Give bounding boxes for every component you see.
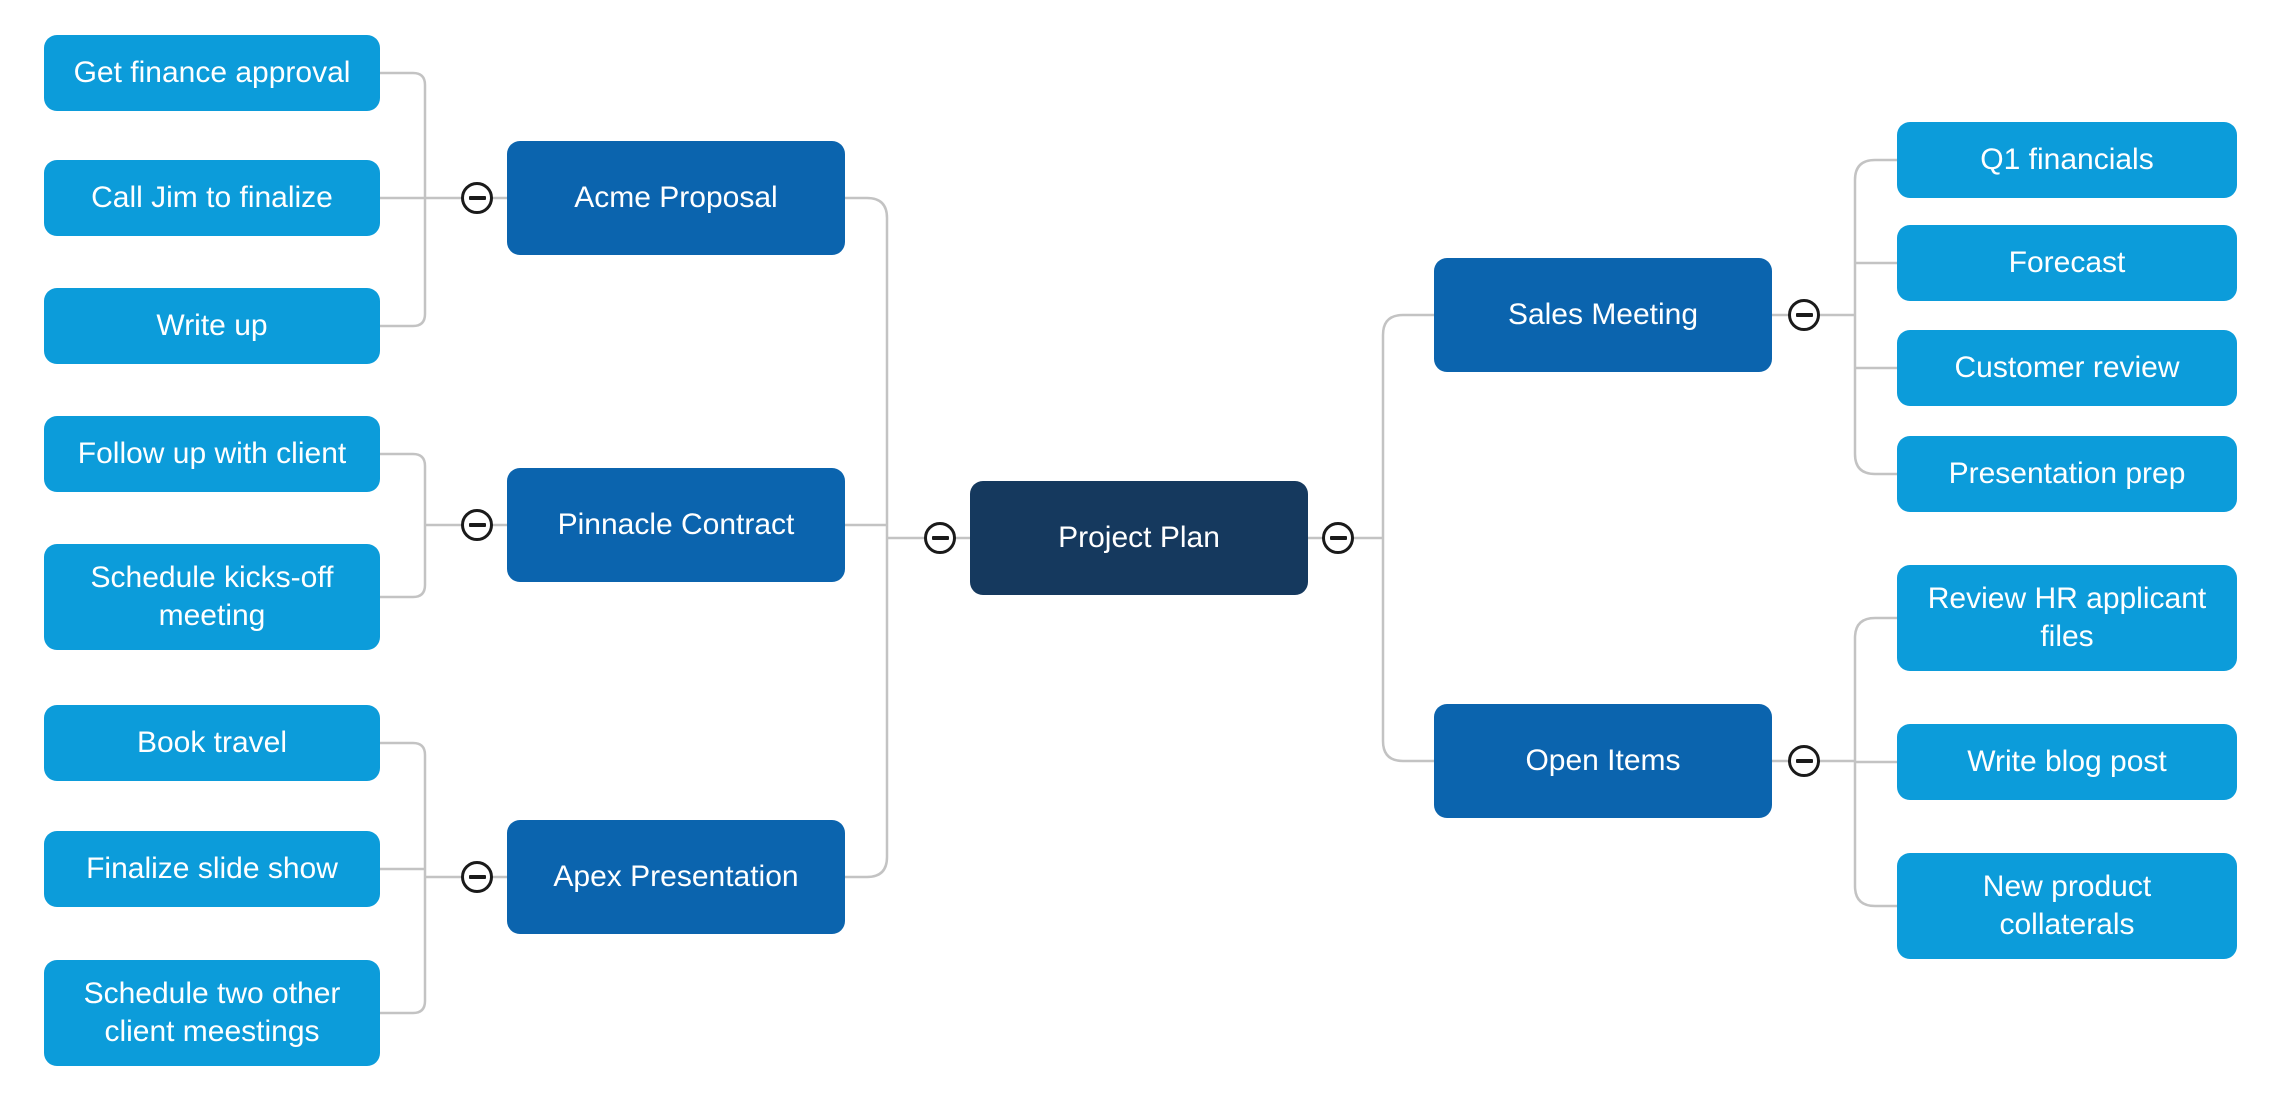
connector bbox=[380, 71, 427, 328]
collapse-button-project-plan-right[interactable] bbox=[1322, 522, 1354, 554]
connector bbox=[845, 196, 889, 879]
minus-icon bbox=[1795, 313, 1813, 317]
minus-icon bbox=[1795, 759, 1813, 763]
node-acme-proposal[interactable]: Acme Proposal bbox=[507, 141, 845, 255]
collapse-button-sales-meeting[interactable] bbox=[1788, 299, 1820, 331]
connector bbox=[380, 452, 427, 599]
collapse-button-apex-presentation[interactable] bbox=[461, 861, 493, 893]
minus-icon bbox=[468, 523, 486, 527]
node-customer-review[interactable]: Customer review bbox=[1897, 330, 2237, 406]
connector bbox=[1381, 313, 1434, 763]
connector bbox=[380, 741, 427, 1015]
node-book-travel[interactable]: Book travel bbox=[44, 705, 380, 781]
node-schedule-two-other-client-meestings[interactable]: Schedule two other client meestings bbox=[44, 960, 380, 1066]
node-sales-meeting[interactable]: Sales Meeting bbox=[1434, 258, 1772, 372]
node-finalize-slide-show[interactable]: Finalize slide show bbox=[44, 831, 380, 907]
node-get-finance-approval[interactable]: Get finance approval bbox=[44, 35, 380, 111]
node-write-up[interactable]: Write up bbox=[44, 288, 380, 364]
minus-icon bbox=[468, 875, 486, 879]
node-write-blog-post[interactable]: Write blog post bbox=[1897, 724, 2237, 800]
node-q1-financials[interactable]: Q1 financials bbox=[1897, 122, 2237, 198]
minus-icon bbox=[468, 196, 486, 200]
node-open-items[interactable]: Open Items bbox=[1434, 704, 1772, 818]
node-call-jim-to-finalize[interactable]: Call Jim to finalize bbox=[44, 160, 380, 236]
minus-icon bbox=[1329, 536, 1347, 540]
node-forecast[interactable]: Forecast bbox=[1897, 225, 2237, 301]
node-presentation-prep[interactable]: Presentation prep bbox=[1897, 436, 2237, 512]
collapse-button-acme-proposal[interactable] bbox=[461, 182, 493, 214]
node-apex-presentation[interactable]: Apex Presentation bbox=[507, 820, 845, 934]
node-new-product-collaterals[interactable]: New product collaterals bbox=[1897, 853, 2237, 959]
collapse-button-open-items[interactable] bbox=[1788, 745, 1820, 777]
connector bbox=[1853, 158, 1897, 476]
node-project-plan[interactable]: Project Plan bbox=[970, 481, 1308, 595]
node-follow-up-with-client[interactable]: Follow up with client bbox=[44, 416, 380, 492]
minus-icon bbox=[931, 536, 949, 540]
collapse-button-pinnacle-contract[interactable] bbox=[461, 509, 493, 541]
node-pinnacle-contract[interactable]: Pinnacle Contract bbox=[507, 468, 845, 582]
node-schedule-kicks-off-meeting[interactable]: Schedule kicks-off meeting bbox=[44, 544, 380, 650]
node-review-hr-applicant-files[interactable]: Review HR applicant files bbox=[1897, 565, 2237, 671]
collapse-button-project-plan-left[interactable] bbox=[924, 522, 956, 554]
